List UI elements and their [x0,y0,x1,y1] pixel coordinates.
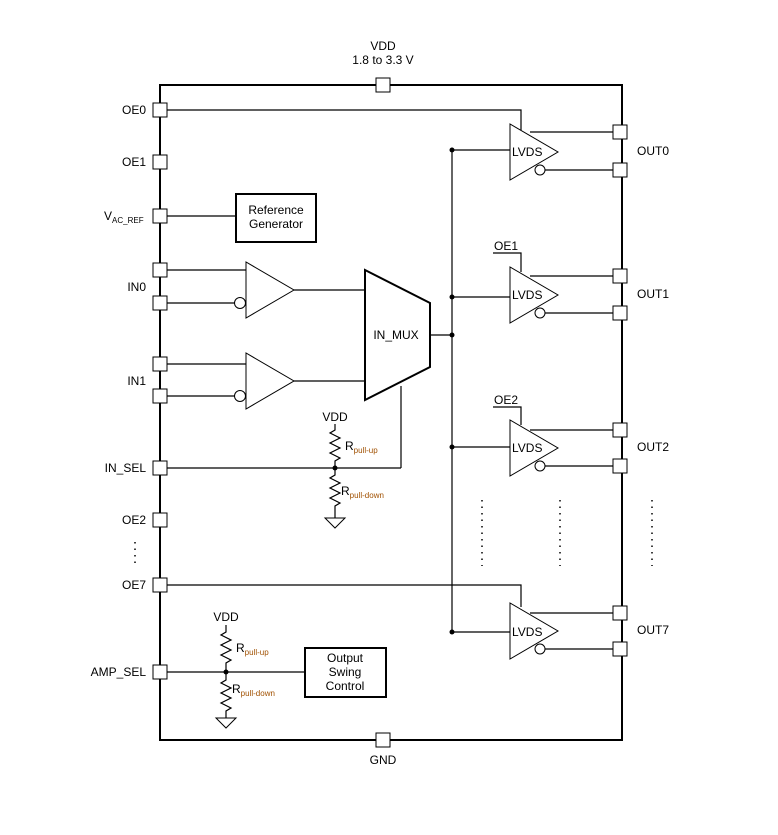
reference-generator-block [235,193,317,243]
vac-ref-pin [152,208,168,224]
buffer-oe1-label: OE1 [494,239,518,253]
svg-text:LVDS: LVDS [512,441,542,455]
out2-label: OUT2 [637,440,669,454]
amp-sel-pin [152,664,168,680]
in-sel-label: IN_SEL [105,461,147,475]
chip-outline [159,84,623,741]
in-sel-pullup-label: Rpull-up [345,439,378,455]
oe7-pin [152,577,168,593]
gnd-pin [375,732,391,748]
oe0-label: OE0 [122,103,146,117]
in0-receiver [167,261,365,319]
in0-p-pin [152,262,168,278]
vdd-range: 1.8 to 3.3 V [352,53,413,67]
ground-icon [323,517,347,529]
vac-ref-label: VAC_REF [104,209,144,225]
in-sel-pulldown-label: Rpull-down [341,484,384,500]
vdd-label: VDD [370,39,396,53]
buffer-oe2-label: OE2 [494,393,518,407]
ref-gen-label-2: Generator [249,217,303,231]
amp-sel-bias-network: VDD Rpull-up Rpull-down [167,610,305,729]
lvds-buffer-1: LVDS [452,266,613,324]
svg-text:LVDS: LVDS [512,145,542,159]
lvds-buffer-2: LVDS [452,419,613,477]
out1-label: OUT1 [637,287,669,301]
oe1-pin [152,154,168,170]
amp-sel-pullup-label: Rpull-up [236,641,269,657]
in-sel-vdd: VDD [322,410,348,424]
oe2-pin [152,512,168,528]
in1-p-pin [152,356,168,372]
ref-gen-label-1: Reference [248,203,304,217]
amp-sel-pulldown-label: Rpull-down [232,682,275,698]
in0-label: IN0 [127,280,146,294]
swing-label-2: Swing [329,665,362,679]
svg-text:LVDS: LVDS [512,288,542,302]
out0-label: OUT0 [637,144,669,158]
in-sel-pin [152,460,168,476]
swing-label-3: Control [326,679,365,693]
oe1-label: OE1 [122,155,146,169]
output-swing-control-block [304,647,387,698]
in0-n-pin [152,295,168,311]
mux-label: IN_MUX [373,328,418,342]
in1-n-pin [152,388,168,404]
lvds-buffer-0: LVDS [452,123,613,181]
in1-label: IN1 [127,374,146,388]
ground-icon [214,717,238,729]
oe0-pin [152,102,168,118]
svg-text:LVDS: LVDS [512,625,542,639]
out7-label: OUT7 [637,623,669,637]
in1-receiver [167,352,365,410]
right-pins: OUT0 OUT1 OUT2 OUT7 [612,124,669,657]
amp-sel-label: AMP_SEL [91,665,147,679]
amp-sel-vdd: VDD [213,610,239,624]
in-mux-block [364,268,431,402]
oe7-label: OE7 [122,578,146,592]
lvds-buffer-7: LVDS [452,602,613,660]
vdd-pin [375,77,391,93]
swing-label-1: Output [327,651,364,665]
gnd-label: GND [370,753,397,767]
oe2-label: OE2 [122,513,146,527]
in-sel-bias-network: VDD Rpull-up Rpull-down [167,386,402,529]
left-pins: OE0 OE1 VAC_REF IN0 IN1 IN_SEL OE2 OE7 A… [91,102,168,680]
